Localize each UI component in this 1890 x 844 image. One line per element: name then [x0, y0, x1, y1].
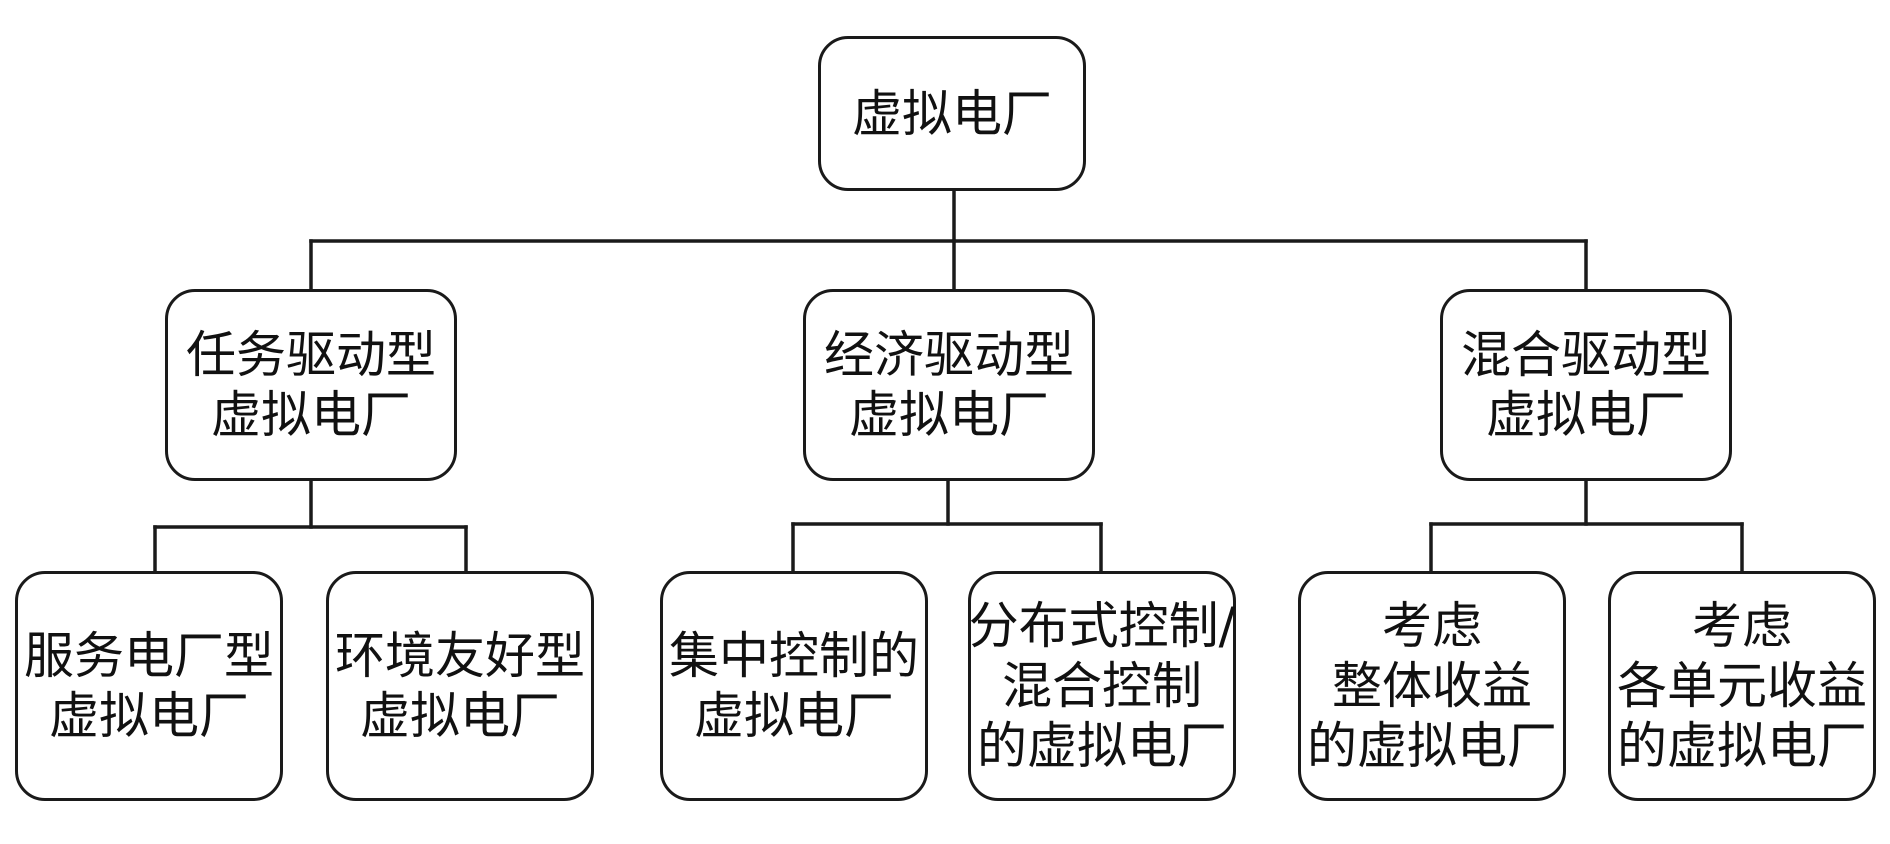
leaf-2-line-2: 虚拟电厂	[360, 687, 560, 745]
leaf-5-line-1: 考虑	[1382, 597, 1482, 655]
leaf-1-line-2: 虚拟电厂	[49, 687, 249, 745]
leaf-5-line-3: 的虚拟电厂	[1307, 717, 1557, 775]
leaf-4-line-3: 的虚拟电厂	[977, 717, 1227, 775]
leaf-3-line-2: 虚拟电厂	[694, 687, 894, 745]
leaf-node-eco-friendly: 环境友好型 虚拟电厂	[326, 571, 594, 801]
category-1-line-2: 虚拟电厂	[211, 386, 411, 444]
leaf-4-line-2: 混合控制	[1002, 657, 1202, 715]
leaf-1-line-1: 服务电厂型	[24, 627, 274, 685]
leaf-node-overall-revenue: 考虑 整体收益 的虚拟电厂	[1298, 571, 1566, 801]
leaf-6-line-2: 各单元收益	[1617, 657, 1867, 715]
leaf-node-distributed-control: 分布式控制/ 混合控制 的虚拟电厂	[968, 571, 1236, 801]
leaf-node-unit-revenue: 考虑 各单元收益 的虚拟电厂	[1608, 571, 1876, 801]
leaf-6-line-3: 的虚拟电厂	[1617, 717, 1867, 775]
category-node-economy-driven: 经济驱动型 虚拟电厂	[803, 289, 1095, 481]
category-3-line-1: 混合驱动型	[1461, 326, 1711, 384]
leaf-node-centralized-control: 集中控制的 虚拟电厂	[660, 571, 928, 801]
leaf-3-line-1: 集中控制的	[669, 627, 919, 685]
category-3-line-2: 虚拟电厂	[1486, 386, 1686, 444]
category-2-line-2: 虚拟电厂	[849, 386, 1049, 444]
category-1-line-1: 任务驱动型	[186, 326, 436, 384]
root-node: 虚拟电厂	[818, 36, 1086, 191]
category-2-line-1: 经济驱动型	[824, 326, 1074, 384]
category-node-hybrid-driven: 混合驱动型 虚拟电厂	[1440, 289, 1732, 481]
leaf-4-line-1: 分布式控制/	[968, 597, 1236, 655]
category-node-task-driven: 任务驱动型 虚拟电厂	[165, 289, 457, 481]
leaf-6-line-1: 考虑	[1692, 597, 1792, 655]
leaf-node-service-plant: 服务电厂型 虚拟电厂	[15, 571, 283, 801]
root-node-line-1: 虚拟电厂	[852, 84, 1052, 143]
leaf-5-line-2: 整体收益	[1332, 657, 1532, 715]
leaf-2-line-1: 环境友好型	[335, 627, 585, 685]
